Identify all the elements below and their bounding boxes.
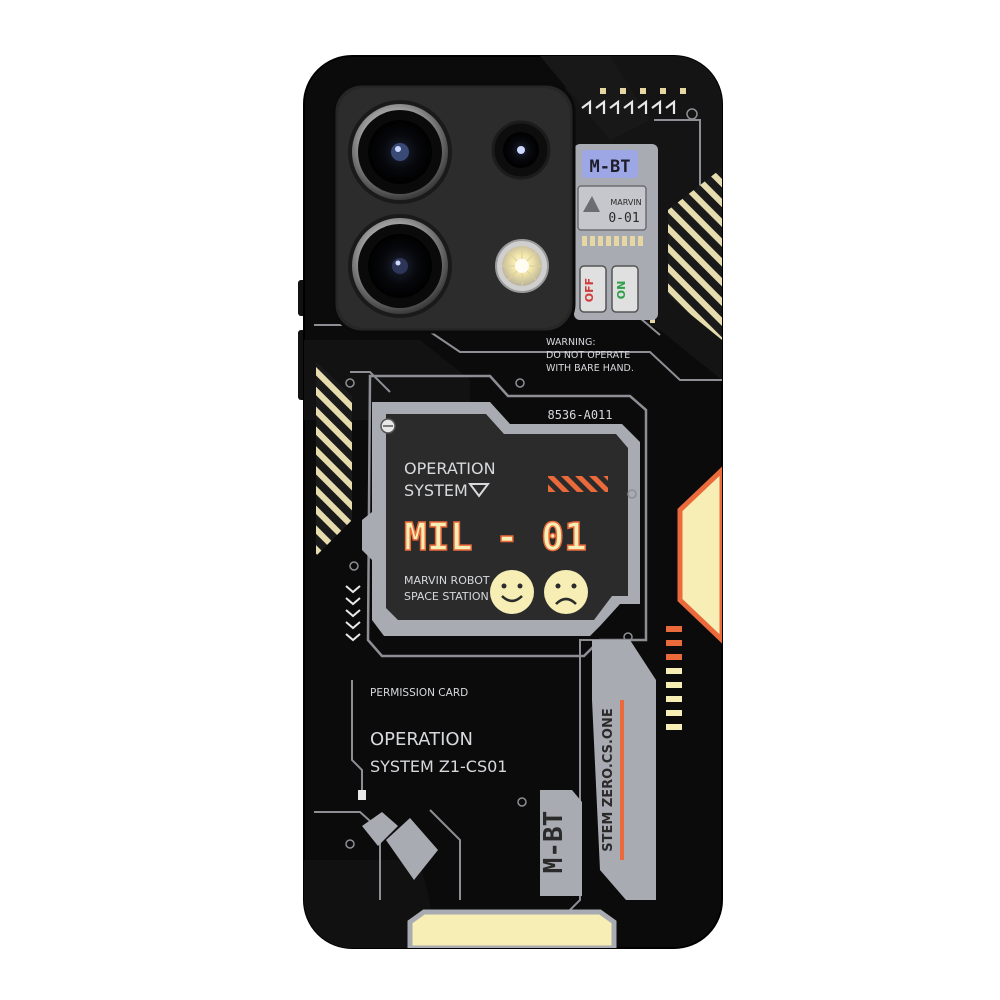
screen-title: MIL - 01: [404, 515, 587, 559]
switch-on-label: ON: [615, 281, 628, 300]
svg-text:SYSTEM Z1-CS01: SYSTEM Z1-CS01: [370, 757, 507, 776]
stripe-panel-right: [668, 168, 722, 340]
svg-text:PERMISSION CARD: PERMISSION CARD: [370, 687, 468, 699]
screen-code: 8536-A011: [547, 408, 612, 422]
svg-text:DO NOT OPERATE: DO NOT OPERATE: [546, 350, 630, 361]
cream-side-shape: [677, 464, 722, 646]
mbt-tag: M-BT: [539, 790, 582, 896]
sad-face-icon: [544, 570, 588, 614]
happy-face-icon: [490, 570, 534, 614]
warning-text: WARNING: DO NOT OPERATE WITH BARE HAND.: [546, 337, 634, 374]
gray-wedge-large: [386, 818, 438, 880]
warning-triangle-icon: [583, 196, 600, 212]
down-chevrons-icon: [345, 585, 361, 642]
screen-sub-line2: SPACE STATION: [404, 590, 489, 603]
screw-icon: [345, 108, 698, 849]
mbt-model: 0-01: [608, 211, 639, 226]
camera-lens-icon: [491, 120, 551, 180]
flash-icon: [495, 239, 549, 293]
stripe-panel-left: [316, 362, 352, 556]
mbt-brand: MARVIN: [610, 198, 641, 207]
svg-text:WITH BARE HAND.: WITH BARE HAND.: [546, 363, 634, 374]
screen-sub-line1: MARVIN ROBOT: [404, 574, 490, 587]
gray-wedge: [362, 812, 398, 846]
svg-text:WARNING:: WARNING:: [546, 337, 596, 348]
chevron-arrows-icon: [581, 99, 676, 114]
cream-bottom-tab: [407, 909, 617, 948]
camera-lens-icon: [348, 214, 452, 318]
mbt-module: M-BT MARVIN 0-01 OFF ON: [574, 144, 658, 320]
camera-lens-icon: [348, 100, 452, 204]
screen-label-line1: OPERATION: [404, 459, 496, 478]
vertical-strip: STEM ZERO.CS.ONE: [592, 640, 656, 900]
screen-label-line2: SYSTEM: [404, 481, 468, 500]
switch-on[interactable]: [611, 265, 639, 313]
camera-module: [332, 82, 576, 334]
svg-text:M-BT: M-BT: [539, 811, 569, 874]
switch-off-label: OFF: [583, 278, 596, 302]
switch-off[interactable]: [579, 265, 607, 313]
permission-card: PERMISSION CARD OPERATION SYSTEM Z1-CS01: [370, 687, 507, 776]
svg-text:STEM ZERO.CS.ONE: STEM ZERO.CS.ONE: [601, 708, 616, 852]
orange-ladder: [666, 626, 682, 730]
svg-text:OPERATION: OPERATION: [370, 729, 473, 750]
main-screen: 8536-A011 OPERATION SYSTEM MIL - 01 MARV…: [362, 374, 648, 658]
mbt-badge: M-BT: [590, 157, 631, 177]
